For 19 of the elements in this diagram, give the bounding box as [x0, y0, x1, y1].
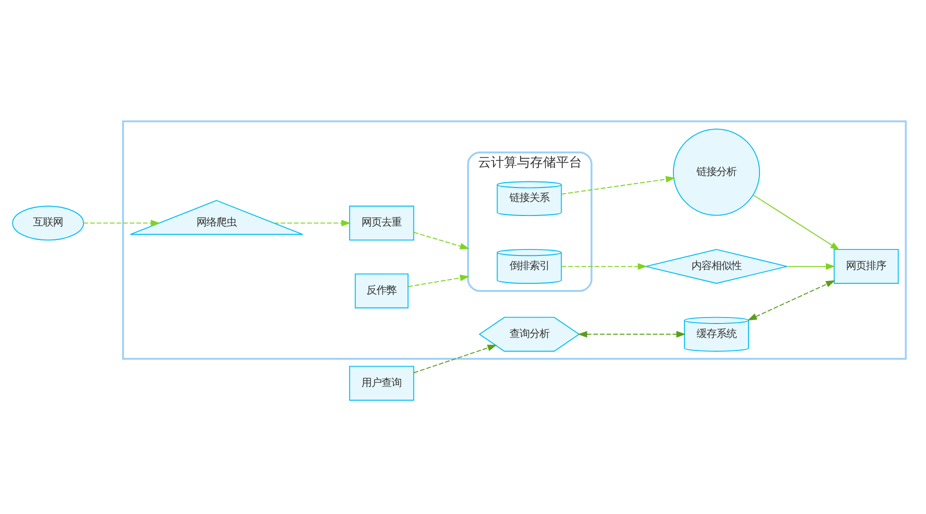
node-box: 用户查询 [349, 366, 414, 401]
arrow [578, 330, 686, 338]
arrow [274, 220, 351, 226]
node-box: 网页去重 [349, 206, 414, 240]
arrow [83, 220, 160, 226]
arrow [747, 280, 836, 320]
node-ellipse: 互联网 [12, 206, 84, 240]
arrow [413, 344, 497, 374]
arrow [408, 274, 470, 288]
node-box: 网页排序 [834, 249, 899, 284]
arrow [413, 232, 470, 250]
node-box: 反作弊 [354, 273, 409, 308]
arrow [561, 263, 648, 270]
arrow [561, 176, 676, 195]
cluster [122, 120, 907, 360]
arrow [752, 194, 840, 250]
node-circle: 链接分析 [672, 128, 760, 216]
arrow [786, 263, 836, 270]
node-diamond: 内容相似性 [645, 248, 788, 284]
